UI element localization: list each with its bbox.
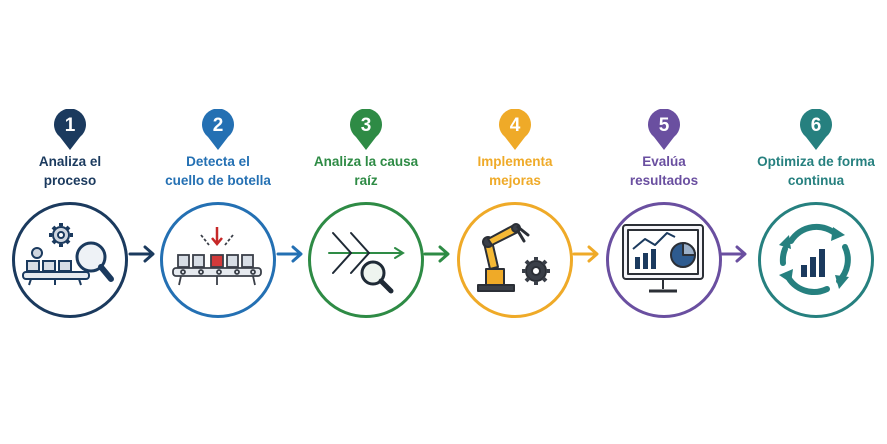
arrow-right-icon (720, 245, 747, 263)
step-5: 5 Evalúa resultados (594, 0, 734, 444)
step-number-badge: 6 (799, 109, 833, 151)
step-title: Optimiza de forma continua (757, 154, 875, 188)
robotic-arm-icon (457, 202, 573, 318)
arrow-right-icon (128, 245, 155, 263)
step-title: Detecta el cuello de botella (165, 154, 271, 188)
step-number-badge: 5 (647, 109, 681, 151)
step-4: 4 Implementa mejoras (445, 0, 585, 444)
continuous-improvement-icon (758, 202, 874, 318)
arrow-right-icon (572, 245, 599, 263)
step-number-badge: 3 (349, 109, 383, 151)
step-number-badge: 4 (498, 109, 532, 151)
step-3: 3 Analiza la causa raíz (296, 0, 436, 444)
step-1: 1 Analiza el proceso (0, 0, 140, 444)
step-2: 2 Detecta el cuello de botella (148, 0, 288, 444)
arrow-right-icon (276, 245, 303, 263)
step-title: Analiza la causa raíz (313, 154, 419, 188)
process-analysis-icon (12, 202, 128, 318)
conveyor-bottleneck-icon (160, 202, 276, 318)
monitor-analytics-icon (606, 202, 722, 318)
step-6: 6 Optimiza de forma continua (746, 0, 886, 444)
arrow-right-icon (423, 245, 450, 263)
step-title: Evalúa resultados (629, 154, 699, 188)
step-number-badge: 2 (201, 109, 235, 151)
step-title: Analiza el proceso (38, 154, 102, 188)
step-title: Implementa mejoras (477, 154, 553, 188)
fishbone-diagram-icon (308, 202, 424, 318)
step-number-badge: 1 (53, 109, 87, 151)
